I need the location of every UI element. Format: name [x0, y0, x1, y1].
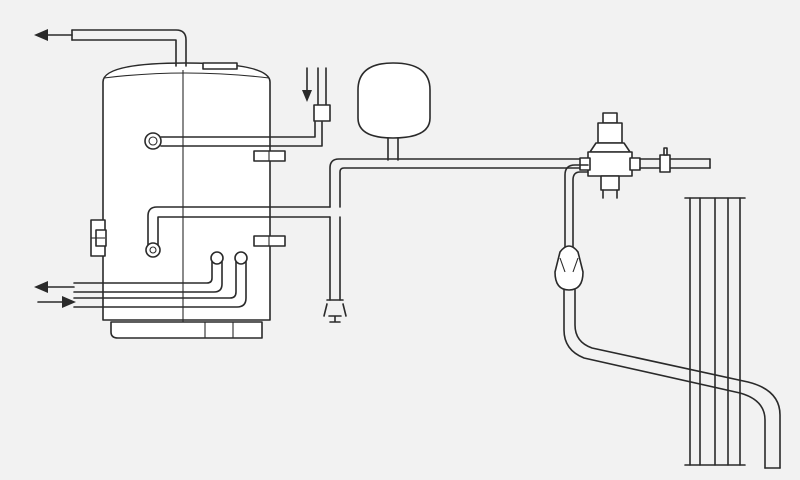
- tundish: [554, 245, 584, 291]
- upper-connection-pipe: [160, 121, 323, 147]
- discharge-pipe: [554, 164, 781, 469]
- wall: [684, 197, 746, 466]
- cylinder-base: [110, 321, 263, 339]
- primary-coil-connection-lower: [73, 251, 248, 308]
- stop-valve: [639, 147, 711, 173]
- pressure-reducing-valve: [579, 112, 641, 199]
- hot-water-cylinder: [34, 29, 331, 339]
- tundish-connection: [323, 303, 347, 323]
- upper-boss-connection: [144, 132, 162, 150]
- cold-feed-indicator: [302, 67, 331, 122]
- cylinder-top-label-plate: [202, 62, 238, 70]
- cylinder-body: [102, 62, 271, 321]
- arrow-hot-outlet: [34, 29, 73, 41]
- cold-mains-pipe: [323, 158, 597, 323]
- hot-water-outlet-pipe: [71, 29, 187, 67]
- cylinder-top-rim: [103, 72, 270, 79]
- expansion-vessel: [357, 62, 431, 161]
- primary-coil-connection-upper: [73, 251, 224, 293]
- secondary-return-connection: [145, 206, 331, 258]
- arrow-primary-return: [37, 296, 76, 308]
- thermostat-housing: [90, 219, 107, 257]
- arrow-primary-flow: [34, 281, 75, 293]
